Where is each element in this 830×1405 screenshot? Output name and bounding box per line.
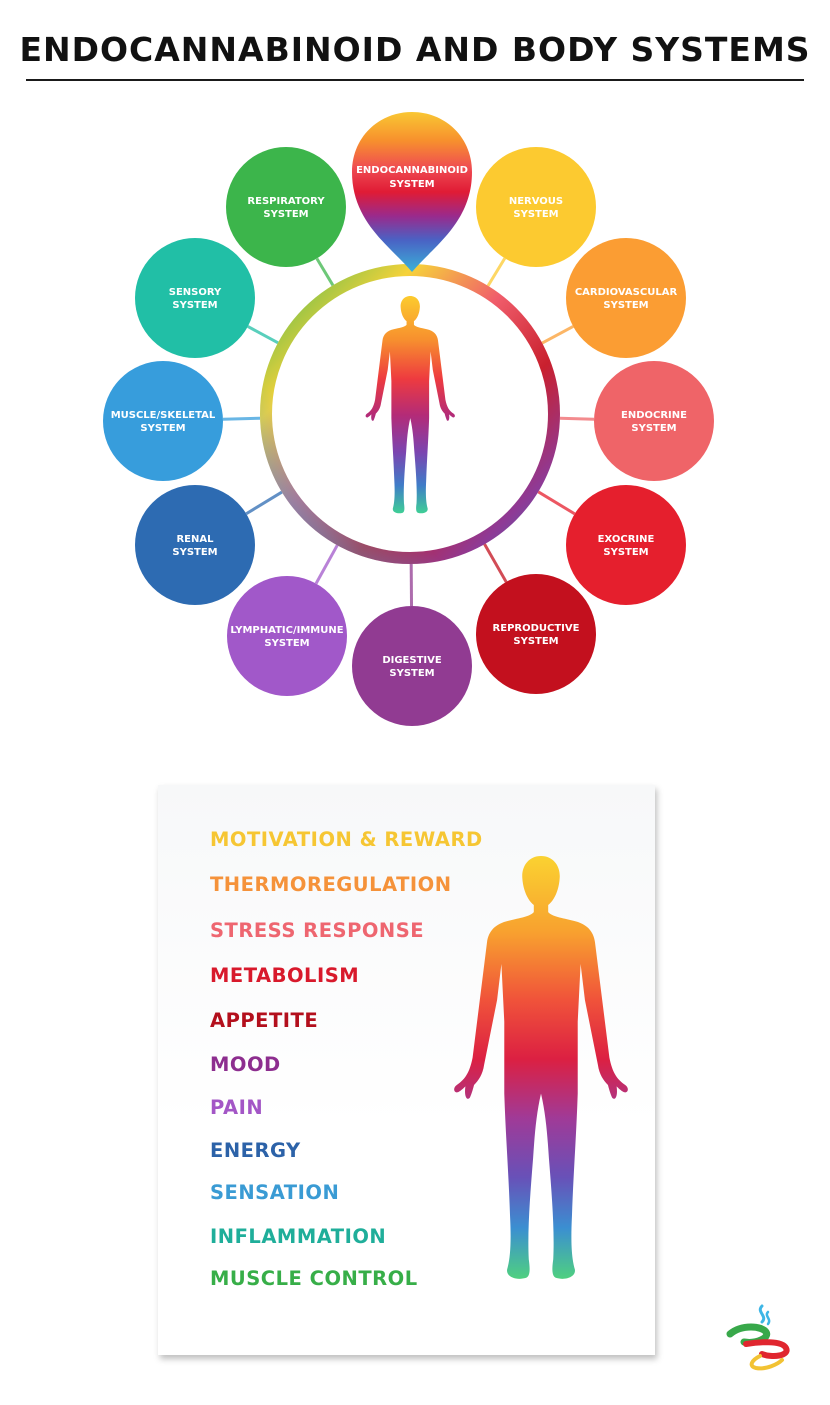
system-node-reproductive[interactable]: REPRODUCTIVE SYSTEM [476,574,596,694]
hub-endocannabinoid-system[interactable]: ENDOCANNABINOID SYSTEM [352,112,472,272]
system-node-circle [476,574,596,694]
system-node-circle [566,238,686,358]
effect-item: PAIN [210,1096,264,1119]
system-node-label-line2: SYSTEM [172,547,217,558]
connector-lymphatic [314,544,339,585]
system-node-circle [226,147,346,267]
system-node-label-line1: REPRODUCTIVE [493,623,580,634]
effect-item: INFLAMMATION [210,1225,387,1248]
system-node-endocrine[interactable]: ENDOCRINE SYSTEM [594,361,714,481]
system-node-label-line1: RENAL [176,534,214,545]
connector-muscle-skeletal [222,416,261,421]
system-node-label-line2: SYSTEM [631,423,676,434]
effects-card: MOTIVATION & REWARD THERMOREGULATION STRES… [158,785,655,1355]
system-node-circle [227,576,347,696]
effect-item: MOTIVATION & REWARD [210,828,483,851]
system-node-circle [352,606,472,726]
system-node-circle [594,361,714,481]
system-node-circle [103,361,223,481]
system-node-circle [135,485,255,605]
system-node-cardiovascular[interactable]: CARDIOVASCULAR SYSTEM [566,238,686,358]
effect-item: ENERGY [210,1139,301,1162]
system-node-label-line1: ENDOCRINE [621,410,687,421]
effect-item: MUSCLE CONTROL [210,1267,418,1290]
effect-item: METABOLISM [210,964,360,987]
connector-exocrine [537,490,576,516]
human-body-icon [365,296,455,514]
connector-renal [245,490,283,516]
connector-cardiovascular [541,325,574,345]
system-node-label-line2: SYSTEM [513,636,558,647]
system-node-respiratory[interactable]: RESPIRATORY SYSTEM [226,147,346,267]
system-node-label-line2: SYSTEM [389,668,434,679]
connector-reproductive [483,543,508,583]
system-node-label-line1: DIGESTIVE [382,655,442,666]
system-node-circle [135,238,255,358]
system-node-label-line1: EXOCRINE [598,534,655,545]
system-node-exocrine[interactable]: EXOCRINE SYSTEM [566,485,686,605]
system-node-circle [476,147,596,267]
center-ring-accent [260,264,560,564]
system-node-lymphatic[interactable]: LYMPHATIC/IMMUNE SYSTEM [227,576,347,696]
title-divider [26,79,804,81]
system-node-nervous[interactable]: NERVOUS SYSTEM [476,147,596,267]
effect-item: APPETITE [210,1009,319,1032]
system-node-digestive[interactable]: DIGESTIVE SYSTEM [352,606,472,726]
system-node-muscle-skeletal[interactable]: MUSCLE/SKELETAL SYSTEM [103,361,223,481]
system-node-label-line1: SENSORY [169,287,222,298]
system-node-label-line2: SYSTEM [603,300,648,311]
system-node-label-line1: CARDIOVASCULAR [575,287,678,298]
connector-endocrine [559,416,595,421]
effect-item: SENSATION [210,1181,340,1204]
system-node-label-line1: NERVOUS [509,196,563,207]
connector-respiratory [315,257,335,287]
effect-item: THERMOREGULATION [210,873,452,896]
system-node-label-line2: SYSTEM [264,638,309,649]
human-body-icon [454,856,628,1279]
connector-sensory [247,325,279,345]
body-systems-wheel: ENDOCANNABINOID SYSTEM NERVOUSSYSTEMCARD… [103,112,714,726]
hub-label-line1: ENDOCANNABINOID [356,165,468,176]
system-node-label-line1: MUSCLE/SKELETAL [111,410,216,421]
system-node-label-line2: SYSTEM [140,423,185,434]
map-pin-drop-icon [352,112,472,272]
system-node-label-line2: SYSTEM [263,209,308,220]
system-node-label-line2: SYSTEM [513,209,558,220]
system-node-label-line2: SYSTEM [172,300,217,311]
system-node-label-line1: RESPIRATORY [247,196,325,207]
cannabis-leaf-swirl-logo-icon [726,1304,790,1371]
effect-item: MOOD [210,1053,281,1076]
system-node-renal[interactable]: RENAL SYSTEM [135,485,255,605]
hub-label-line2: SYSTEM [389,179,434,190]
page-title: ENDOCANNABINOID AND BODY SYSTEMS [19,30,811,69]
system-node-label-line1: LYMPHATIC/IMMUNE [230,625,343,636]
system-node-circle [566,485,686,605]
system-node-label-line2: SYSTEM [603,547,648,558]
connector-nervous [486,257,507,287]
system-node-sensory[interactable]: SENSORY SYSTEM [135,238,255,358]
effect-item: STRESS RESPONSE [210,919,425,942]
